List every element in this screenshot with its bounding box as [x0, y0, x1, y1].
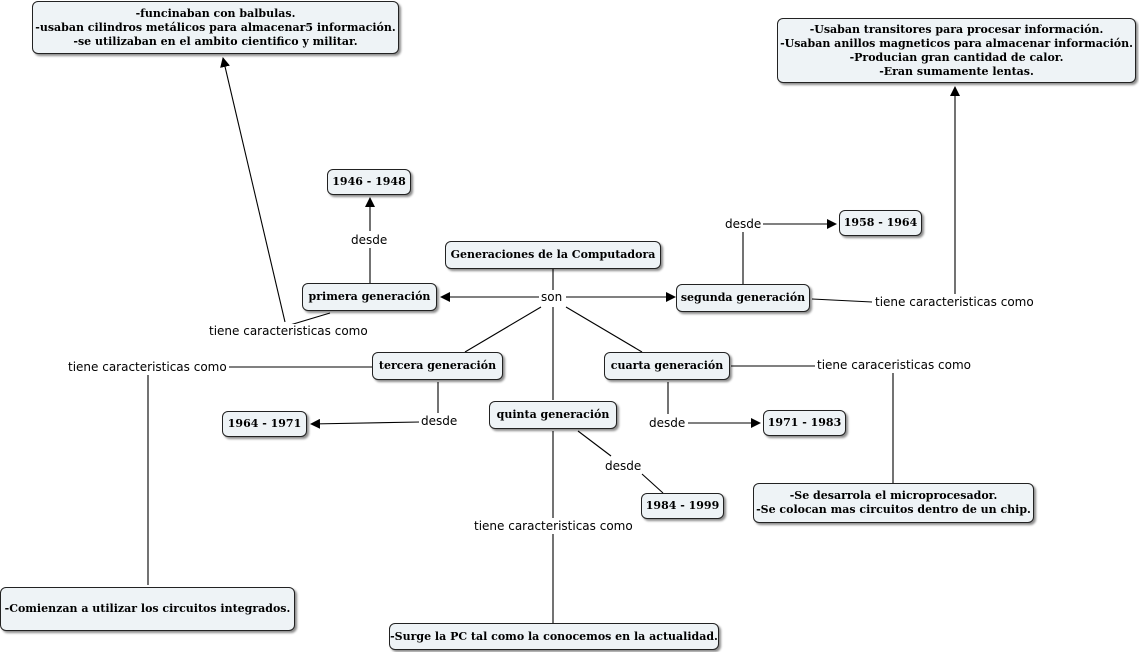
link-label-desde-gen1[interactable]: desde	[349, 233, 390, 247]
concept-characteristics-gen4[interactable]: -Se desarrola el microprocesador. -Se co…	[753, 483, 1034, 523]
concept-characteristics-gen5[interactable]: -Surge la PC tal como la conocemos en la…	[389, 623, 719, 650]
concept-characteristics-gen1[interactable]: -funcinaban con balbulas. -usaban cilind…	[32, 1, 399, 54]
link-label-tiene-gen1[interactable]: tiene caracteristicas como	[207, 324, 370, 338]
concept-characteristics-gen3[interactable]: -Comienzan a utilizar los circuitos inte…	[0, 587, 295, 631]
concept-gen3[interactable]: tercera generación	[372, 352, 503, 380]
link-label-tiene-gen5[interactable]: tiene caracteristicas como	[472, 519, 635, 533]
concept-date-1964[interactable]: 1964 - 1971	[222, 411, 307, 437]
concept-gen5[interactable]: quinta generación	[489, 401, 617, 429]
concept-gen2[interactable]: segunda generación	[676, 284, 810, 312]
concept-date-1946[interactable]: 1946 - 1948	[327, 169, 411, 195]
link-label-son[interactable]: son	[539, 290, 565, 304]
concept-date-1984[interactable]: 1984 - 1999	[641, 493, 724, 519]
concept-characteristics-gen2[interactable]: -Usaban transitores para procesar inform…	[777, 18, 1136, 83]
link-label-tiene-gen3[interactable]: tiene caracteristicas como	[66, 360, 229, 374]
concept-gen4[interactable]: cuarta generación	[604, 352, 730, 380]
link-label-desde-gen4[interactable]: desde	[647, 416, 688, 430]
link-label-desde-gen5[interactable]: desde	[603, 459, 644, 473]
concept-date-1958[interactable]: 1958 - 1964	[839, 210, 922, 236]
link-label-desde-gen2[interactable]: desde	[723, 217, 764, 231]
concept-date-1971[interactable]: 1971 - 1983	[763, 410, 846, 436]
link-label-tiene-gen2[interactable]: tiene caracteristicas como	[873, 295, 1036, 309]
concept-gen1[interactable]: primera generación	[302, 283, 437, 311]
link-label-tiene-gen4[interactable]: tiene caraceristicas como	[815, 358, 973, 372]
concept-main[interactable]: Generaciones de la Computadora	[445, 241, 661, 269]
link-label-desde-gen3[interactable]: desde	[419, 414, 460, 428]
